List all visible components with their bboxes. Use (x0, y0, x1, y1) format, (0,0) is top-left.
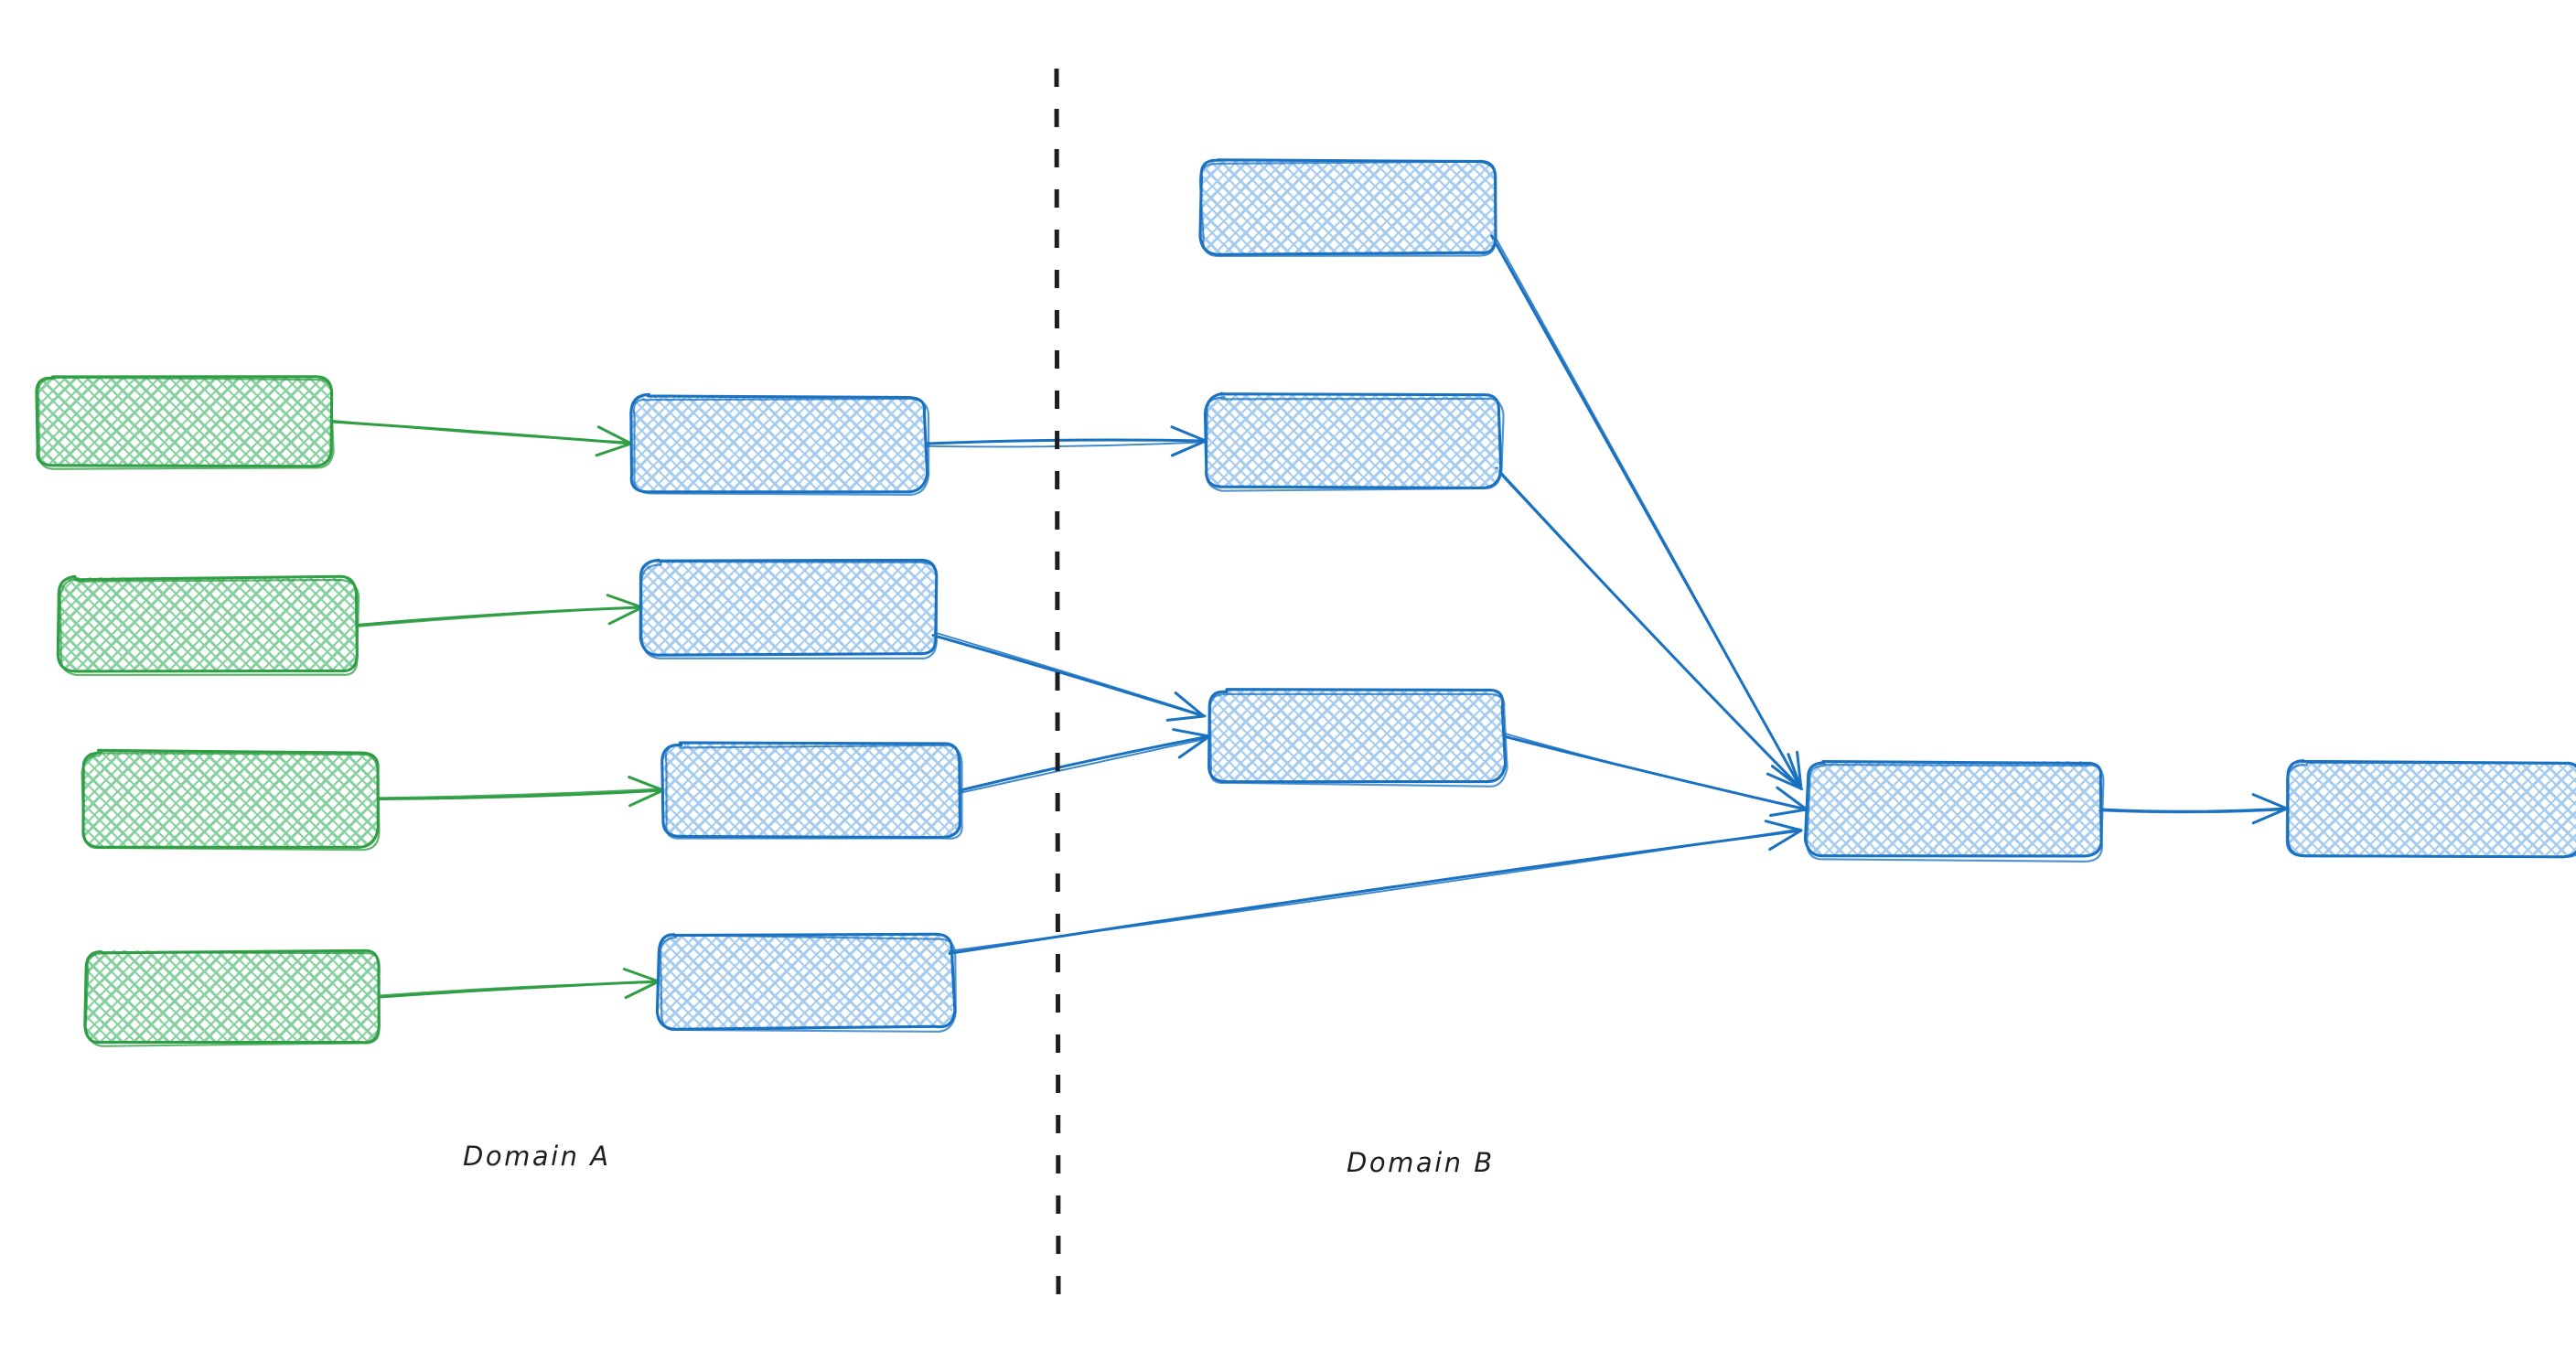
edge-b4-d1 (948, 820, 1803, 955)
domain-a-label: Domain A (463, 1141, 611, 1172)
node-a2[interactable] (56, 574, 360, 676)
edge-b2-c3 (931, 631, 1207, 722)
edge-c2-d1 (1493, 466, 1804, 791)
edge-b3-c3 (957, 728, 1212, 795)
node-e1[interactable] (2285, 759, 2576, 859)
node-d1[interactable] (1803, 760, 2105, 863)
node-a4[interactable] (83, 949, 381, 1047)
node-a3[interactable] (80, 748, 381, 852)
domain-b-label: Domain B (1347, 1147, 1495, 1178)
node-b2[interactable] (639, 558, 939, 659)
edge-d1-e1 (2098, 793, 2289, 825)
divider-layer (1054, 68, 1061, 1295)
node-b3[interactable] (660, 741, 963, 840)
edge-a3-b3 (375, 776, 665, 808)
edge-a1-b1 (328, 419, 633, 457)
edge-c3-d1 (1502, 732, 1809, 817)
nodes-layer (35, 158, 2576, 1047)
edge-a2-b2 (355, 594, 644, 627)
domain-divider (1054, 68, 1061, 1295)
edge-c1-d1 (1489, 233, 1803, 790)
node-c1[interactable] (1198, 158, 1497, 258)
node-b1[interactable] (629, 392, 930, 496)
node-c3[interactable] (1208, 688, 1508, 788)
edges-layer (328, 233, 2289, 1000)
node-b4[interactable] (655, 932, 957, 1033)
edge-b1-c2 (924, 425, 1208, 457)
edge-a4-b4 (377, 968, 660, 1000)
node-a1[interactable] (35, 375, 335, 470)
node-c2[interactable] (1203, 391, 1505, 492)
